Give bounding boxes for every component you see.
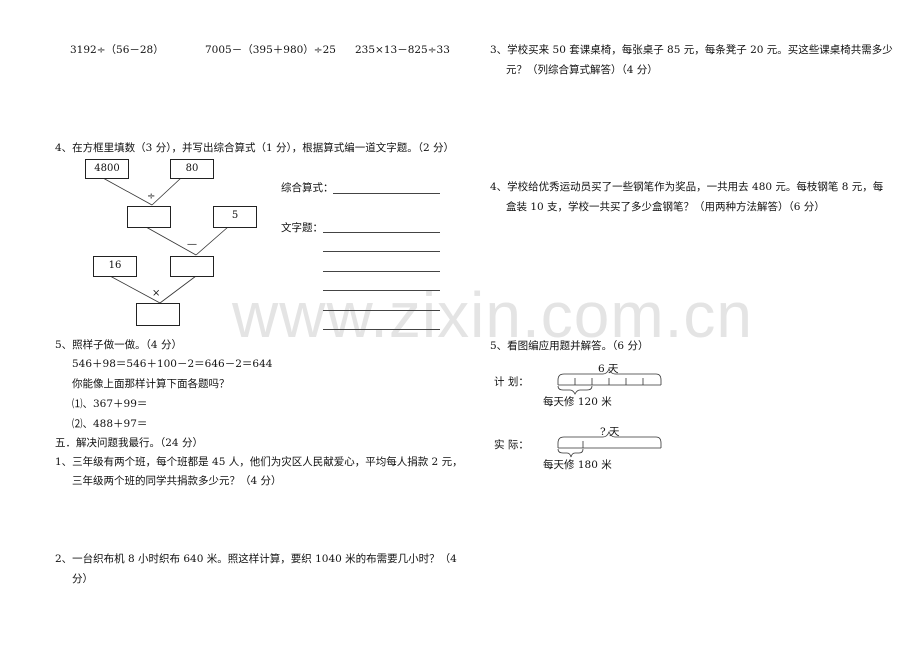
- question-4-title: 4、在方框里填数（3 分），并写出综合算式（1 分），根据算式编一道文字题。（2…: [55, 142, 454, 154]
- question-5-item-2: ⑵、488＋97＝: [72, 418, 148, 430]
- times-operator: ×: [152, 288, 161, 299]
- question-5-title: 5、照样子做一做。（4 分）: [55, 339, 182, 351]
- right-q3-line2: 元？（列综合算式解答）（4 分）: [506, 64, 658, 76]
- calc-expression-2: 7005－（395＋980）÷25: [205, 44, 336, 56]
- word-problem-line-4[interactable]: [323, 290, 440, 291]
- actual-total-days: ? 天: [600, 426, 620, 438]
- question-5-example: 546＋98＝546＋100－2＝646－2＝644: [72, 358, 273, 370]
- calc-expression-1: 3192÷（56－28）: [70, 44, 164, 56]
- tree-box-blank-quotient[interactable]: [127, 206, 171, 228]
- word-problem-line-6[interactable]: [323, 329, 440, 330]
- tree-box-blank-difference[interactable]: [170, 256, 214, 277]
- plan-total-days: 6 天: [598, 363, 619, 375]
- tree-box-4800: 4800: [85, 159, 129, 179]
- right-q3-line1: 3、学校买来 50 套课桌椅，每张桌子 85 元，每条凳子 20 元。买这些课桌…: [490, 44, 893, 56]
- section5-q1-line1: 1、三年级有两个班，每个班都是 45 人，他们为灾区人民献爱心，平均每人捐款 2…: [55, 456, 463, 468]
- word-problem-line-1[interactable]: [323, 232, 440, 233]
- section5-q2-line2: 分）: [72, 573, 93, 585]
- right-q4-line1: 4、学校给优秀运动员买了一些钢笔作为奖品，一共用去 480 元。每枝钢笔 8 元…: [490, 181, 884, 193]
- section5-q1-line2: 三年级两个班的同学共捐款多少元？（4 分）: [72, 475, 282, 487]
- formula-label: 综合算式：: [281, 182, 334, 194]
- tree-box-80: 80: [170, 159, 214, 179]
- actual-daily-amount: 每天修 180 米: [543, 459, 612, 471]
- formula-answer-line[interactable]: [333, 193, 440, 194]
- word-problem-line-5[interactable]: [323, 310, 440, 311]
- section5-q2-line1: 2、一台织布机 8 小时织布 640 米。照这样计算，要织 1040 米的布需要…: [55, 553, 457, 565]
- tree-box-blank-product[interactable]: [136, 303, 180, 326]
- question-5-prompt: 你能像上面那样计算下面各题吗？: [72, 378, 230, 390]
- actual-label: 实 际：: [494, 439, 529, 451]
- word-problem-line-3[interactable]: [323, 271, 440, 272]
- divide-operator: ÷: [147, 191, 156, 202]
- right-q5-title: 5、看图编应用题并解答。（6 分）: [490, 340, 649, 352]
- plan-daily-amount: 每天修 120 米: [543, 396, 612, 408]
- word-problem-label: 文字题：: [281, 222, 323, 234]
- tree-box-5: 5: [213, 206, 257, 228]
- section-5-title: 五．解决问题我最行。（24 分）: [55, 437, 203, 449]
- question-5-item-1: ⑴、367＋99＝: [72, 398, 148, 410]
- word-problem-line-2[interactable]: [323, 251, 440, 252]
- tree-box-16: 16: [93, 256, 137, 277]
- calc-expression-3: 235×13－825÷33: [355, 44, 450, 56]
- plan-label: 计 划：: [494, 376, 529, 388]
- watermark: www.zixin.com.cn: [232, 279, 753, 351]
- minus-operator: —: [187, 239, 197, 250]
- right-q4-line2: 盒装 10 支，学校一共买了多少盒钢笔？（用两种方法解答）（6 分）: [506, 201, 825, 213]
